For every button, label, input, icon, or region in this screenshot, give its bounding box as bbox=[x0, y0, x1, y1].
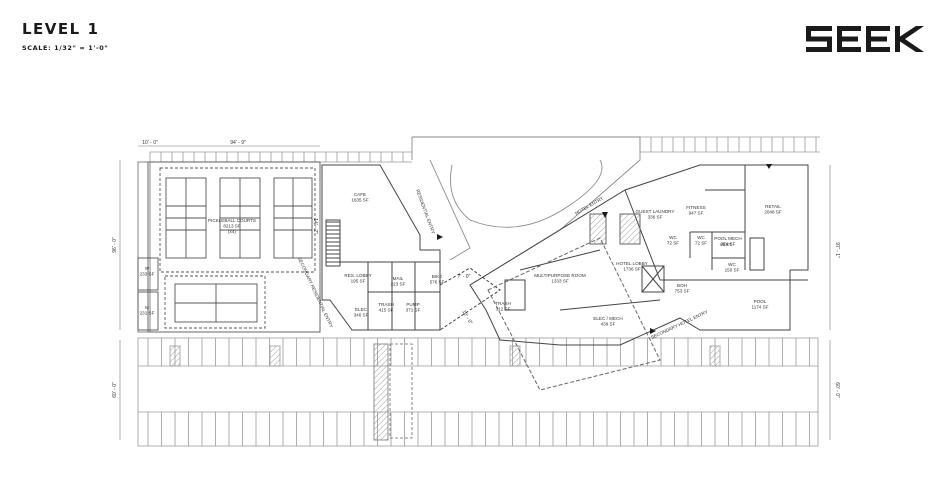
dimension-label: 97' - 1" bbox=[834, 242, 840, 258]
dimension-label: 10' - 0" bbox=[142, 140, 158, 146]
parking-lot bbox=[137, 337, 819, 447]
entry-label: RESIDENTIAL ENTRY bbox=[415, 189, 436, 235]
residential-core bbox=[321, 164, 501, 331]
entry-label: SECONDARY RESIDENTIAL ENTRY bbox=[297, 256, 334, 328]
seek-logo bbox=[806, 26, 924, 52]
hotel-wing bbox=[469, 164, 809, 391]
pickleball-block bbox=[137, 161, 321, 333]
page-title: LEVEL 1 bbox=[22, 20, 100, 38]
dimension-label: 7' - 0" bbox=[458, 274, 471, 280]
room-label: VEST. bbox=[720, 242, 733, 247]
dimension-label: 96' - 0" bbox=[112, 237, 118, 253]
scale-note: SCALE: 1/32" = 1'-0" bbox=[22, 44, 109, 52]
dimension-label: 60' - 0" bbox=[112, 382, 118, 398]
entry-label: SECONDARY HOTEL ENTRY bbox=[650, 309, 708, 340]
dimension-label: 14' - 2" bbox=[312, 218, 318, 234]
drive-aisle bbox=[411, 136, 641, 286]
dimension-label: 10' - 0" bbox=[460, 309, 473, 326]
dimension-label: 60' - 0" bbox=[834, 382, 840, 398]
top-parking-strip bbox=[149, 136, 820, 163]
entry-arrows bbox=[437, 164, 772, 334]
dimension-lines bbox=[119, 145, 831, 440]
dimension-label: 94' - 9" bbox=[230, 140, 246, 146]
